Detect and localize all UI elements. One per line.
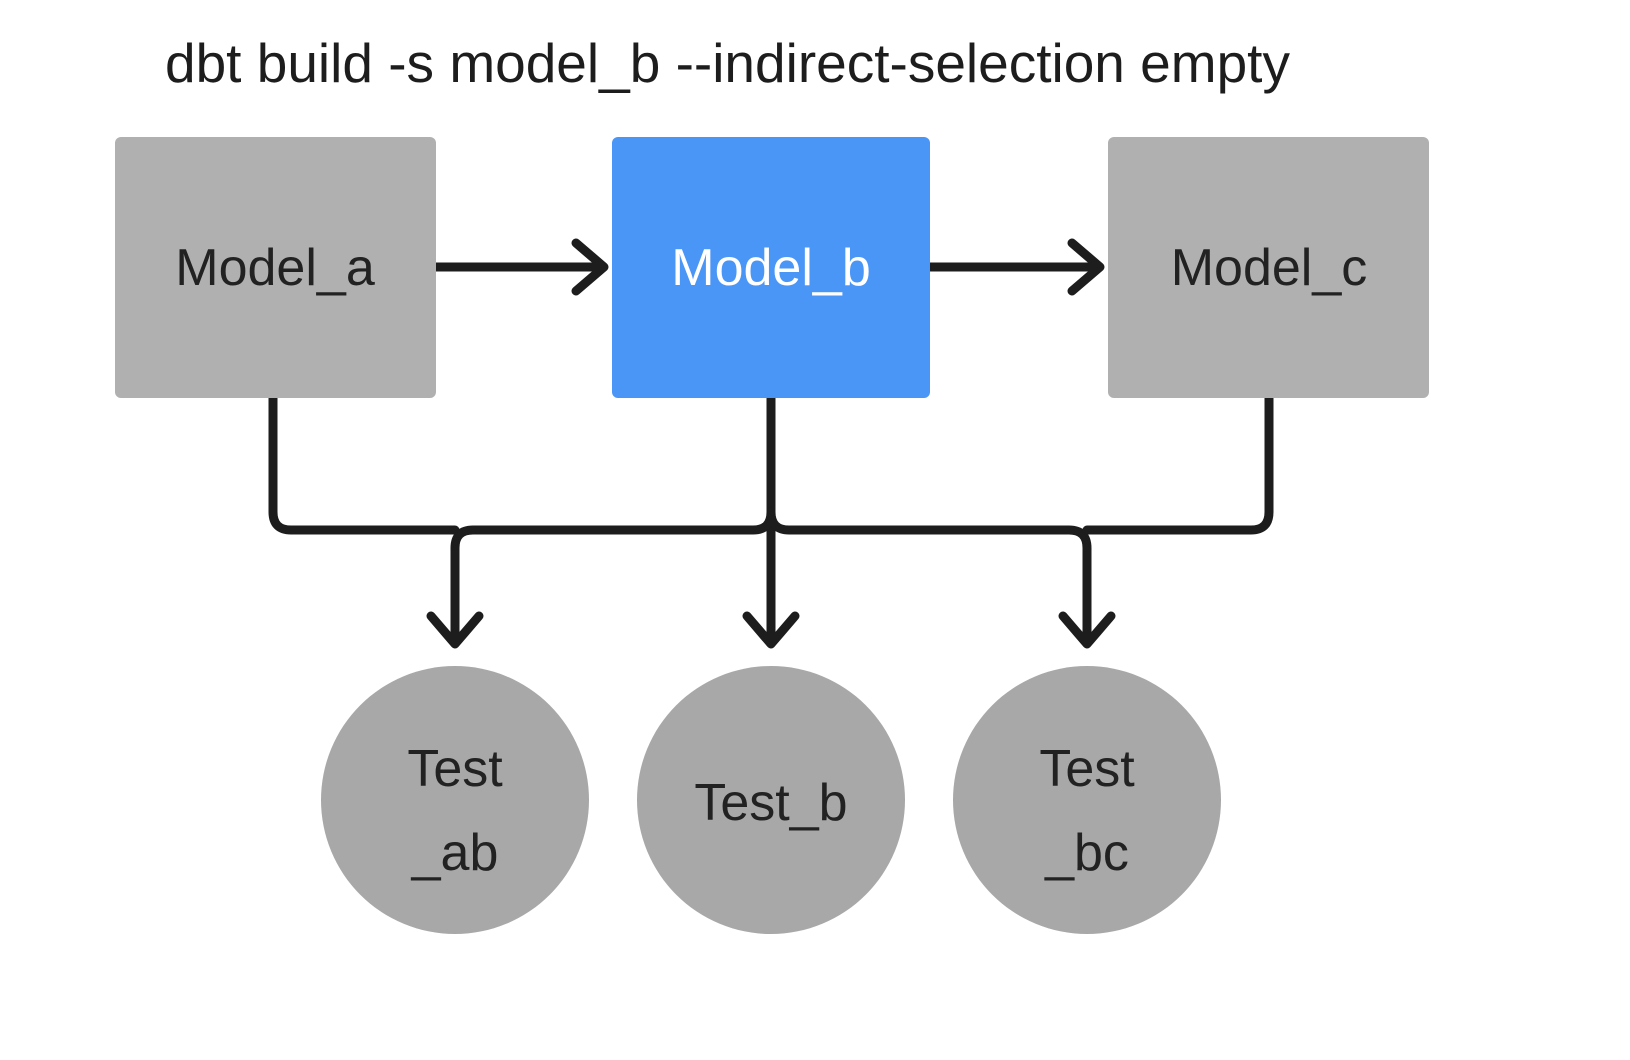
node-model-a-label: Model_a xyxy=(175,239,375,297)
node-test-bc[interactable]: Test _bc xyxy=(953,666,1221,934)
edge-model-a-to-test-ab xyxy=(268,393,460,535)
page-title: dbt build -s model_b --indirect-selectio… xyxy=(165,32,1290,94)
node-test-bc-label-line1: Test xyxy=(1039,740,1135,798)
node-test-ab-label-line1: Test xyxy=(407,740,503,798)
node-model-c-label: Model_c xyxy=(1171,239,1368,297)
node-model-b-label: Model_b xyxy=(671,239,870,297)
edge-model-b-to-test-ab xyxy=(426,507,776,649)
node-model-b[interactable]: Model_b xyxy=(612,137,930,398)
node-model-b-shape[interactable] xyxy=(612,137,930,398)
node-test-bc-label-line2: _bc xyxy=(1044,824,1129,882)
node-model-a[interactable]: Model_a xyxy=(115,137,436,398)
node-test-b-label-line1: Test_b xyxy=(694,774,847,832)
node-test-ab-shape[interactable] xyxy=(321,666,589,934)
node-model-c-shape[interactable] xyxy=(1108,137,1429,398)
edge-model-c-to-test-bc xyxy=(1082,393,1274,535)
edge-model-a-to-model-b xyxy=(431,238,609,296)
node-test-bc-shape[interactable] xyxy=(953,666,1221,934)
node-model-a-shape[interactable] xyxy=(115,137,436,398)
node-test-b[interactable]: Test_b xyxy=(637,666,905,934)
node-test-ab-label-line2: _ab xyxy=(411,824,499,882)
node-model-c[interactable]: Model_c xyxy=(1108,137,1429,398)
edge-model-b-to-test-bc xyxy=(766,507,1116,649)
edge-model-b-to-model-c xyxy=(925,238,1105,296)
node-test-ab[interactable]: Test _ab xyxy=(321,666,589,934)
node-test-b-shape[interactable] xyxy=(637,666,905,934)
